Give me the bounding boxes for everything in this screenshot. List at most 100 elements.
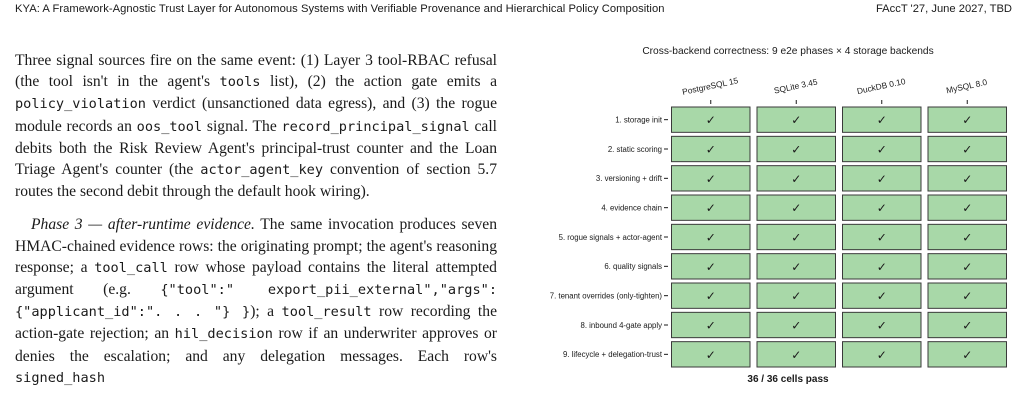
check-icon: ✓ bbox=[962, 348, 972, 362]
grid-cell bbox=[756, 106, 836, 133]
check-icon: ✓ bbox=[877, 231, 887, 245]
grid-cell bbox=[756, 135, 836, 163]
grid-cell bbox=[842, 311, 922, 339]
text-run: The same invocation produces seven HMAC-… bbox=[15, 216, 497, 276]
check-icon: ✓ bbox=[706, 231, 716, 245]
check-icon: ✓ bbox=[791, 231, 801, 245]
row-label: 1. storage init bbox=[615, 115, 663, 124]
grid-cell bbox=[756, 341, 836, 368]
code-tools: tools bbox=[219, 74, 261, 91]
code-record-principal-signal: record_principal_signal bbox=[281, 118, 470, 135]
check-icon: ✓ bbox=[706, 113, 716, 127]
grid-cell bbox=[927, 282, 1007, 309]
grid-cell bbox=[927, 106, 1007, 133]
grid-cell bbox=[842, 165, 922, 192]
check-icon: ✓ bbox=[791, 260, 801, 274]
check-icon: ✓ bbox=[791, 143, 801, 157]
row-label: 7. tenant overrides (only-tighten) bbox=[550, 291, 663, 300]
check-icon: ✓ bbox=[877, 348, 887, 362]
grid-cell bbox=[756, 223, 836, 251]
text-run: row if an underwriter approves or denies… bbox=[15, 325, 498, 365]
text-run: signal. The bbox=[202, 117, 282, 135]
paragraph-phase-3: Phase 3 — after-runtime evidence. The sa… bbox=[15, 214, 497, 389]
check-icon: ✓ bbox=[706, 172, 716, 186]
code-example-argument: {"tool":" export_pii_external","args":{"… bbox=[15, 282, 497, 321]
check-icon: ✓ bbox=[791, 348, 801, 362]
row-label: 4. evidence chain bbox=[601, 203, 662, 212]
check-icon: ✓ bbox=[962, 319, 972, 333]
column-label: SQLite 3.45 bbox=[773, 77, 819, 96]
running-header-title: KYA: A Framework-Agnostic Trust Layer fo… bbox=[15, 3, 665, 15]
code-policy-violation: policy_violation bbox=[15, 96, 146, 113]
column-label: DuckDB 0.10 bbox=[856, 76, 907, 96]
grid-cell bbox=[927, 311, 1007, 339]
check-icon: ✓ bbox=[791, 319, 801, 333]
grid-cell bbox=[671, 253, 751, 280]
check-icon: ✓ bbox=[962, 289, 972, 303]
grid-cell bbox=[927, 223, 1007, 251]
running-header-venue: FAccT '27, June 2027, TBD bbox=[875, 3, 1012, 15]
check-icon: ✓ bbox=[877, 201, 887, 215]
check-icon: ✓ bbox=[877, 319, 887, 333]
check-icon: ✓ bbox=[706, 260, 716, 274]
check-icon: ✓ bbox=[962, 143, 972, 157]
check-icon: ✓ bbox=[791, 172, 801, 186]
body-text-column: Three signal sources fire on the same ev… bbox=[15, 50, 497, 389]
text-run: ); a bbox=[250, 303, 282, 321]
grid-cell bbox=[671, 106, 751, 133]
code-signed-hash: signed_hash bbox=[15, 369, 106, 386]
grid-cell bbox=[671, 282, 751, 309]
check-icon: ✓ bbox=[706, 348, 716, 362]
check-icon: ✓ bbox=[962, 231, 972, 245]
check-icon: ✓ bbox=[877, 260, 887, 274]
code-actor-agent-key: actor_agent_key bbox=[200, 162, 324, 179]
check-icon: ✓ bbox=[877, 289, 887, 303]
check-icon: ✓ bbox=[962, 172, 972, 186]
check-icon: ✓ bbox=[962, 201, 972, 215]
grid-cell bbox=[927, 165, 1007, 192]
check-icon: ✓ bbox=[877, 172, 887, 186]
chart-summary: 36 / 36 cells pass bbox=[747, 374, 829, 385]
grid-cell bbox=[927, 341, 1007, 368]
paragraph-signal-sources: Three signal sources fire on the same ev… bbox=[15, 50, 497, 202]
grid-cell bbox=[842, 282, 922, 309]
row-label: 8. inbound 4-gate apply bbox=[581, 321, 663, 330]
text-run: verdict (unsanctioned data egress), and … bbox=[15, 95, 497, 135]
code-hil-decision: hil_decision bbox=[174, 326, 273, 343]
grid-cell bbox=[756, 253, 836, 280]
check-icon: ✓ bbox=[791, 201, 801, 215]
grid-cell bbox=[927, 135, 1007, 163]
grid-cell bbox=[842, 106, 922, 133]
text-run: row whose payload contains the literal a… bbox=[15, 258, 497, 299]
check-icon: ✓ bbox=[877, 143, 887, 157]
column-label: MySQL 8.0 bbox=[945, 77, 988, 95]
row-label: 9. lifecycle + delegation-trust bbox=[563, 350, 663, 359]
grid-cell bbox=[756, 194, 836, 221]
grid-cell bbox=[842, 223, 922, 251]
grid-cell bbox=[671, 223, 751, 251]
grid-cell bbox=[927, 194, 1007, 221]
grid-cell bbox=[671, 311, 751, 339]
row-label: 3. versioning + drift bbox=[596, 174, 663, 183]
grid-cell bbox=[842, 341, 922, 368]
check-icon: ✓ bbox=[706, 143, 716, 157]
grid-cell bbox=[671, 135, 751, 163]
check-icon: ✓ bbox=[706, 201, 716, 215]
row-label: 5. rogue signals + actor-agent bbox=[559, 233, 663, 242]
check-icon: ✓ bbox=[791, 289, 801, 303]
check-icon: ✓ bbox=[962, 113, 972, 127]
text-run: list), (2) the action gate emits a bbox=[260, 73, 497, 91]
grid-cell bbox=[842, 194, 922, 221]
check-icon: ✓ bbox=[962, 260, 972, 274]
text-run: Three signal sources fire on the same ev… bbox=[15, 52, 497, 91]
text-run: row recording the action-gate rejection;… bbox=[15, 303, 497, 343]
grid-cell bbox=[842, 135, 922, 163]
grid-cell bbox=[671, 165, 751, 192]
check-icon: ✓ bbox=[706, 319, 716, 333]
grid-cell bbox=[756, 311, 836, 339]
chart-title: Cross-backend correctness: 9 e2e phases … bbox=[642, 46, 933, 57]
grid-cell bbox=[671, 194, 751, 221]
text-run: call debits both the Risk Review Agent's… bbox=[15, 117, 498, 179]
check-icon: ✓ bbox=[877, 113, 887, 127]
grid-cell bbox=[756, 165, 836, 192]
